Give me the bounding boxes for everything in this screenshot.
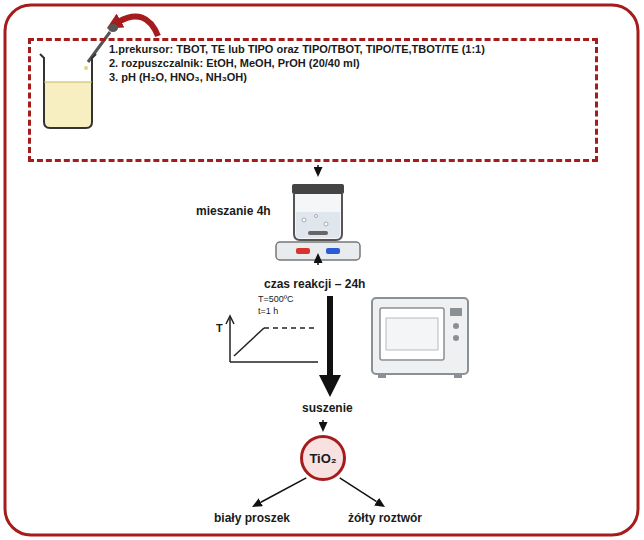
product-circle: TiO₂: [300, 435, 346, 481]
list-item: 1.prekursor: TBOT, TE lub TIPO oraz TIPO…: [109, 42, 599, 56]
node-label: TiO₂: [309, 451, 336, 466]
temperature-graph: [226, 316, 318, 362]
node-label: żółty roztwór: [348, 511, 422, 526]
list-item: 3. pH (H₂O, HNO₃, NH₃OH): [109, 70, 599, 84]
axis-label: T: [216, 322, 223, 334]
beaker: [40, 54, 96, 128]
flow-arrow: [317, 263, 319, 265]
drying-step: suszenie: [300, 400, 355, 417]
stirrer: [276, 184, 360, 260]
node-label: mieszanie 4h: [196, 204, 271, 219]
node-label: suszenie: [302, 401, 353, 416]
dashed-group-box: 1.prekursor: TBOT, TE lub TIPO oraz TIPO…: [28, 38, 598, 162]
list-item: 2. rozpuszczalnik: EtOH, MeOH, PrOH (20/…: [109, 56, 599, 70]
flow-arrow: [317, 165, 319, 167]
product-output: biały proszek: [212, 510, 292, 527]
reaction-step: czas reakcji – 24h: [262, 276, 367, 293]
outer-frame: [5, 5, 638, 535]
stirring-step: mieszanie 4h: [196, 180, 366, 262]
flow-arrow: [322, 420, 324, 422]
node-label: biały proszek: [214, 511, 290, 526]
oven: [372, 298, 468, 378]
product-output: żółty roztwór: [346, 510, 424, 527]
node-label: czas reakcji – 24h: [264, 277, 365, 292]
time-value: t=1 h: [258, 306, 278, 316]
temperature-value: T=500ºC: [258, 294, 294, 304]
curved-arrow: [118, 16, 158, 36]
text-list: 1.prekursor: TBOT, TE lub TIPO oraz TIPO…: [109, 42, 599, 84]
flow-arrow: [261, 478, 306, 502]
flow-arrow: [340, 478, 377, 502]
flow-arrow: [327, 296, 333, 375]
